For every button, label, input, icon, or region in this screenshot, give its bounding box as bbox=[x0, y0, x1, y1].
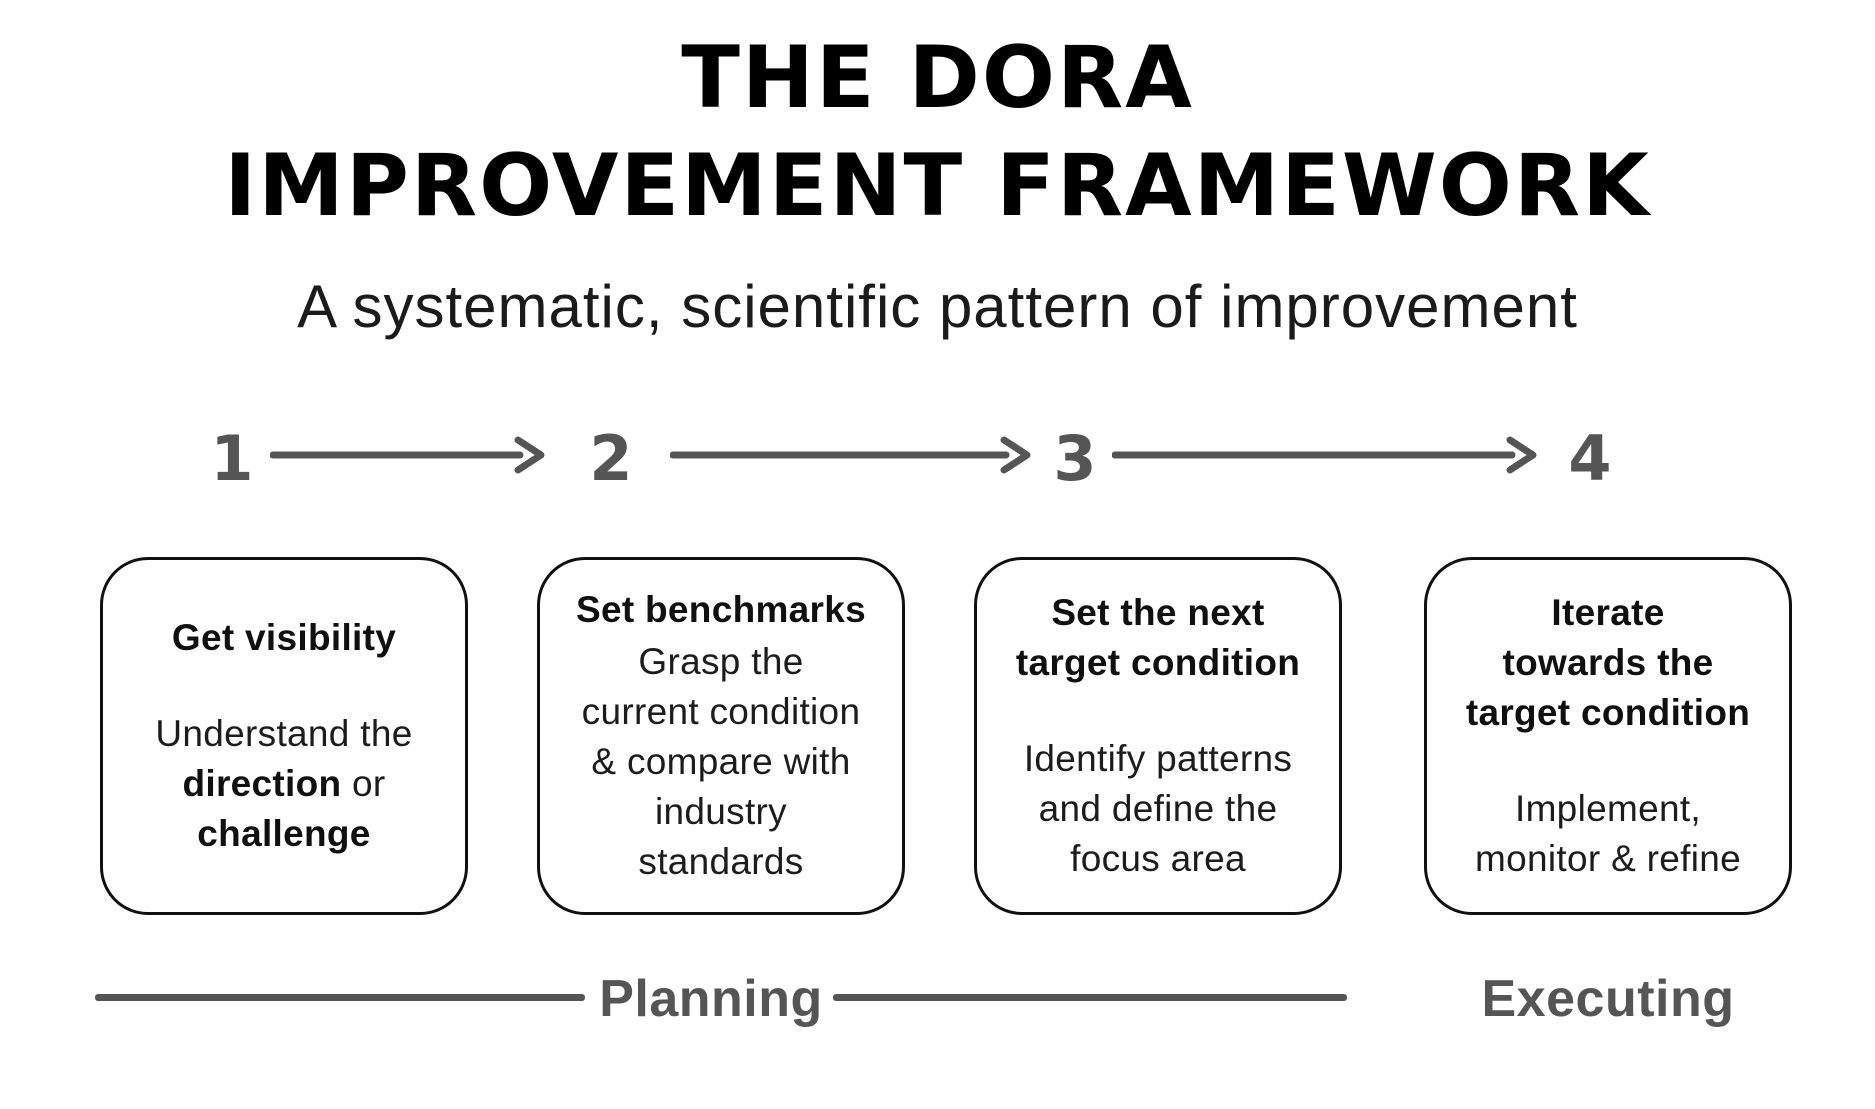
step-card-heading: Set the next target condition bbox=[1015, 592, 1301, 683]
step-card-body: Identify patterns and define the focus a… bbox=[1023, 738, 1293, 879]
phase-line bbox=[833, 994, 1347, 1001]
phase-line bbox=[95, 994, 585, 1001]
step-number-2: 2 bbox=[589, 422, 633, 495]
arrow-right-icon bbox=[670, 436, 1031, 474]
step-card-set-next-target-condition: Set the next target condition Identify p… bbox=[974, 557, 1342, 915]
phase-label-executing: Executing bbox=[1481, 970, 1735, 1028]
phase-label-planning: Planning bbox=[599, 970, 823, 1028]
arrow-right-icon bbox=[1112, 436, 1537, 474]
step-card-iterate-towards-target: Iterate towards the target condition Imp… bbox=[1424, 557, 1792, 915]
step-number-1: 1 bbox=[210, 422, 254, 495]
step-card-body: Grasp the current condition & compare wi… bbox=[581, 641, 861, 882]
step-card-heading: Set benchmarks bbox=[575, 589, 867, 630]
step-card-heading: Get visibility bbox=[171, 617, 397, 658]
diagram-subtitle: A systematic, scientific pattern of impr… bbox=[297, 273, 1578, 340]
step-number-3: 3 bbox=[1053, 422, 1097, 495]
step-card-heading: Iterate towards the target condition bbox=[1465, 592, 1751, 733]
title-line-1: THE DORA bbox=[681, 28, 1194, 128]
arrow-right-icon bbox=[270, 436, 545, 474]
step-card-body: Understand the direction or challenge bbox=[155, 713, 413, 854]
step-card-body: Implement, monitor & refine bbox=[1475, 788, 1741, 879]
diagram-title: THE DORA IMPROVEMENT FRAMEWORK bbox=[0, 24, 1875, 241]
step-card-set-benchmarks: Set benchmarks Grasp the current conditi… bbox=[537, 557, 905, 915]
title-line-2: IMPROVEMENT FRAMEWORK bbox=[224, 136, 1651, 237]
step-number-4: 4 bbox=[1568, 422, 1612, 495]
step-card-get-visibility: Get visibility Understand the direction … bbox=[100, 557, 468, 915]
